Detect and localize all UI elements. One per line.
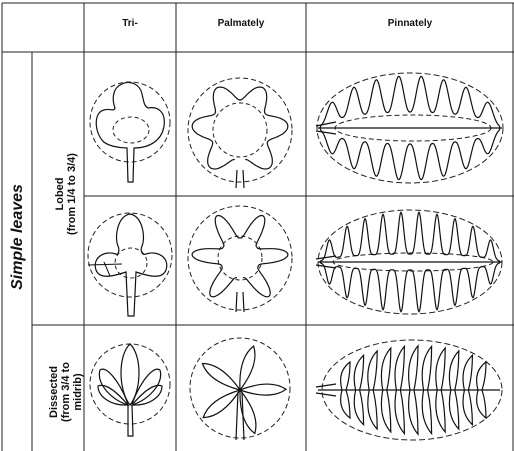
pinnately-deeply-lobed-leaf: [316, 210, 502, 314]
tri-dissected-leaf: [90, 344, 170, 436]
pinnately-lobed-leaf: [316, 73, 503, 183]
palmately-lobed-leaf: [188, 78, 292, 188]
pinnately-dissected-leaf: [316, 340, 502, 440]
palmately-dissected-leaf: [190, 338, 290, 440]
palmately-deeply-lobed-leaf: [188, 206, 292, 312]
tri-lobed-leaf: [90, 82, 170, 182]
table-grid-lines: [2, 3, 514, 451]
tri-deeply-lobed-leaf: [88, 213, 172, 316]
